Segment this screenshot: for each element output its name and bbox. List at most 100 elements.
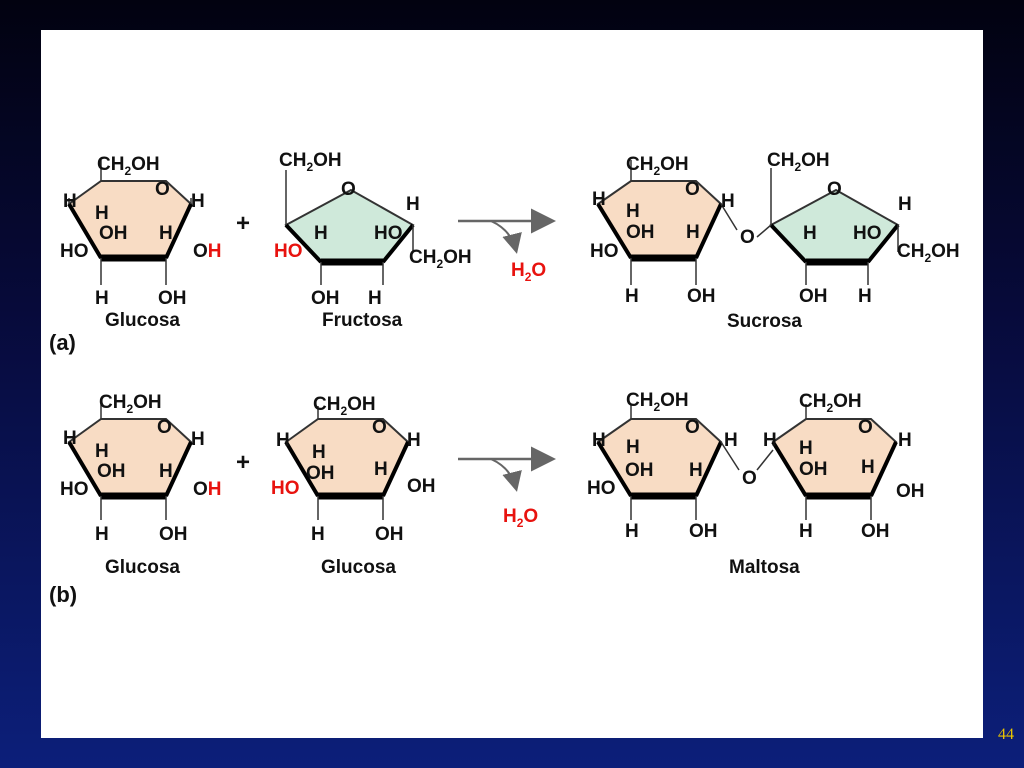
sucrose-fru-ring-o: O bbox=[827, 179, 842, 200]
sucrose-glc-h-bottom: H bbox=[625, 286, 639, 307]
water-release-arrow-b bbox=[490, 458, 522, 492]
glucose-b2-oh-inner: OH bbox=[306, 463, 335, 484]
maltose-r1-oh-inner: OH bbox=[625, 460, 654, 481]
glucose-ring-b2 bbox=[284, 406, 410, 520]
sucrose-glc-ch2oh: CH2OH bbox=[626, 154, 689, 178]
panel-b-label: (b) bbox=[49, 582, 77, 607]
glucose-b2-h-inner: H bbox=[312, 442, 326, 463]
sucrose-name: Sucrosa bbox=[727, 311, 802, 332]
glucose-a-name: Glucosa bbox=[105, 310, 180, 331]
glucose-b1-h-bottom: H bbox=[95, 524, 109, 545]
fructose-a-name: Fructosa bbox=[322, 310, 403, 331]
sucrose-fru-h-bottom: H bbox=[858, 286, 872, 307]
glucose-b2-h-right: H bbox=[407, 430, 421, 451]
fructose-a-h-right: H bbox=[406, 194, 420, 215]
glucose-a-ch2oh: CH2OH bbox=[97, 154, 160, 178]
glucose-b1-h-inner: H bbox=[95, 441, 109, 462]
maltose-r1-ring-o: O bbox=[685, 417, 700, 438]
maltose-r1-oh-bottom: OH bbox=[689, 521, 718, 542]
sucrose-fru-ho-inner: HO bbox=[853, 223, 882, 244]
maltose-r1-h-right: H bbox=[724, 430, 738, 451]
maltose-name: Maltosa bbox=[729, 557, 800, 578]
panel-a-label: (a) bbox=[49, 330, 76, 355]
sucrose-fructose-ring bbox=[756, 168, 900, 285]
fructose-a-h-inner: H bbox=[314, 223, 328, 244]
glucose-a-oh-inner: OH bbox=[99, 223, 128, 244]
maltose-r2-h-inner-right: H bbox=[861, 457, 875, 478]
maltose-r1-h-bottom: H bbox=[625, 521, 639, 542]
glucose-b1-oh-right: OH bbox=[193, 479, 222, 500]
sucrose-glycosidic-o: O bbox=[740, 227, 755, 248]
glucose-a-h-inner-right: H bbox=[159, 223, 173, 244]
maltose-glucose-ring-1 bbox=[596, 404, 740, 520]
maltose-glycosidic-o: O bbox=[742, 468, 757, 489]
page-number: 44 bbox=[998, 726, 1014, 743]
glucose-b1-oh-bottom: OH bbox=[159, 524, 188, 545]
panel-a: CH2OH O H H H OH H HO OH H OH Glucosa + bbox=[49, 150, 960, 355]
glucose-b1-name: Glucosa bbox=[105, 557, 180, 578]
glucose-ring-b1 bbox=[67, 402, 193, 520]
fructose-a-ch2oh-right: CH2OH bbox=[409, 247, 472, 271]
water-release-arrow-a bbox=[490, 220, 522, 254]
glucose-b2-h-inner-right: H bbox=[374, 459, 388, 480]
fructose-a-ring-o: O bbox=[341, 179, 356, 200]
glucose-a-h-inner: H bbox=[95, 203, 109, 224]
maltose-r2-ring-o: O bbox=[858, 417, 873, 438]
maltose-r1-h-inner-right: H bbox=[689, 460, 703, 481]
glucose-a-ho-left: HO bbox=[60, 241, 89, 262]
panel-b: CH2OH O H H H OH H HO OH H OH Glucosa + bbox=[49, 390, 925, 607]
glucose-b1-ho-left: HO bbox=[60, 479, 89, 500]
glucose-b1-h-inner-right: H bbox=[159, 461, 173, 482]
sucrose-fru-oh-bottom: OH bbox=[799, 286, 828, 307]
fructose-a-ho-inner: HO bbox=[374, 223, 403, 244]
glucose-b2-ho-left: HO bbox=[271, 478, 300, 499]
glucose-b1-h-left: H bbox=[63, 428, 77, 449]
plus-sign-a: + bbox=[236, 210, 250, 237]
maltose-r1-h-left: H bbox=[592, 430, 606, 451]
fructose-a-oh-bottom: OH bbox=[311, 288, 340, 309]
sucrose-glc-h-inner-right: H bbox=[686, 222, 700, 243]
sucrose-fru-ch2oh-top: CH2OH bbox=[767, 150, 830, 174]
glucose-b2-oh-right: OH bbox=[407, 476, 436, 497]
maltose-r2-h-right: H bbox=[898, 430, 912, 451]
sucrose-fru-h-right: H bbox=[898, 194, 912, 215]
glucose-a-ring-o: O bbox=[155, 179, 170, 200]
maltose-r2-oh-inner: OH bbox=[799, 459, 828, 480]
plus-sign-b: + bbox=[236, 449, 250, 476]
fructose-ring-a bbox=[284, 170, 415, 285]
glucose-a-oh-right: OH bbox=[193, 241, 222, 262]
glucose-b1-oh-inner: OH bbox=[97, 461, 126, 482]
glucose-b2-h-bottom: H bbox=[311, 524, 325, 545]
glucose-a-oh-bottom: OH bbox=[158, 288, 187, 309]
glucose-b1-ch2oh: CH2OH bbox=[99, 392, 162, 416]
maltose-r2-oh-right: OH bbox=[896, 481, 925, 502]
glucose-b2-h-left: H bbox=[276, 430, 290, 451]
fructose-a-h-bottom: H bbox=[368, 288, 382, 309]
sucrose-glc-h-right: H bbox=[721, 191, 735, 212]
glucose-a-h-bottom: H bbox=[95, 288, 109, 309]
sucrose-glc-h-left: H bbox=[592, 189, 606, 210]
maltose-r1-ch2oh: CH2OH bbox=[626, 390, 689, 414]
sucrose-glc-ho-left: HO bbox=[590, 241, 619, 262]
maltose-r2-h-bottom: H bbox=[799, 521, 813, 542]
glucose-b1-ring-o: O bbox=[157, 417, 172, 438]
sucrose-glc-ring-o: O bbox=[685, 179, 700, 200]
water-a: H2O bbox=[511, 260, 546, 284]
maltose-r2-oh-bottom: OH bbox=[861, 521, 890, 542]
fructose-a-ch2oh-top: CH2OH bbox=[279, 150, 342, 174]
maltose-r2-h-inner: H bbox=[799, 438, 813, 459]
glucose-a-h-left: H bbox=[63, 191, 77, 212]
glucose-b1-h-right: H bbox=[191, 429, 205, 450]
fructose-a-ho-left: HO bbox=[274, 241, 303, 262]
sucrose-glc-oh-bottom: OH bbox=[687, 286, 716, 307]
sucrose-fru-ch2oh-right: CH2OH bbox=[897, 241, 960, 265]
maltose-r1-h-inner: H bbox=[626, 437, 640, 458]
disaccharide-formation-diagram: CH2OH O H H H OH H HO OH H OH Glucosa + bbox=[49, 150, 960, 607]
sucrose-glc-oh-inner: OH bbox=[626, 222, 655, 243]
glucose-b2-ch2oh: CH2OH bbox=[313, 394, 376, 418]
glucose-b2-oh-bottom: OH bbox=[375, 524, 404, 545]
glucose-b2-name: Glucosa bbox=[321, 557, 396, 578]
maltose-r1-ho-left: HO bbox=[587, 478, 616, 499]
slide-canvas: CH2OH O H H H OH H HO OH H OH Glucosa + bbox=[41, 30, 983, 738]
maltose-glucose-ring-2 bbox=[756, 404, 898, 520]
